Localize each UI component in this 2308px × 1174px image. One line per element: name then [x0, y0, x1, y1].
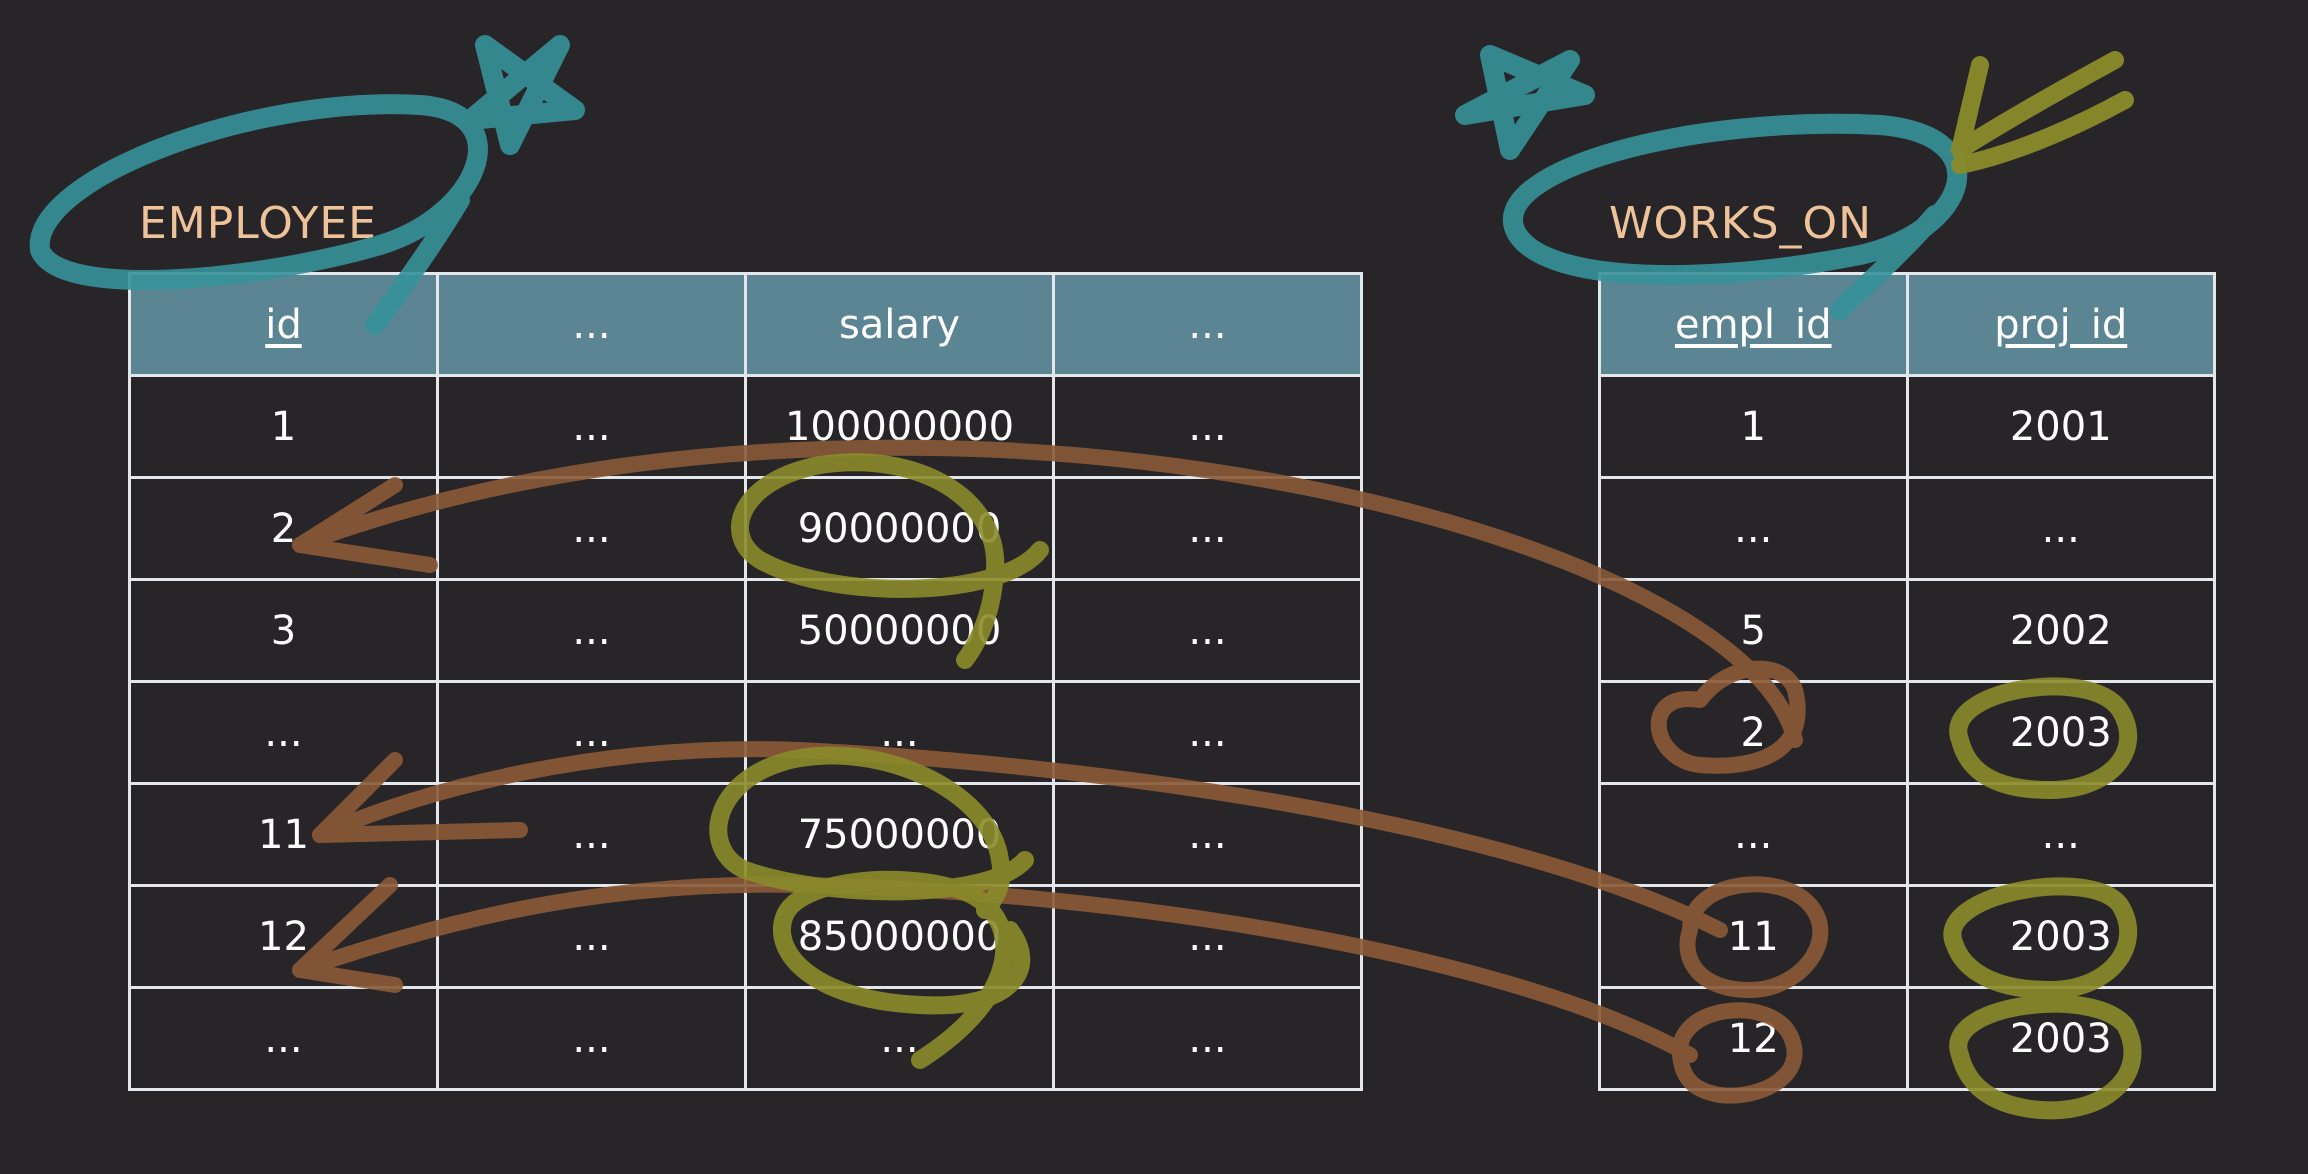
works-on-cell: 5: [1598, 578, 1909, 683]
works-on-cell: 2001: [1905, 374, 2216, 479]
employee-cell: 100000000: [744, 374, 1055, 479]
yellow-arrow-works-on: [1951, 51, 2134, 174]
employee-row: 1...100000000...: [128, 374, 1363, 479]
employee-cell: 75000000: [744, 782, 1055, 887]
employee-cell: ...: [1052, 374, 1363, 479]
employee-header-cell: ...: [436, 272, 747, 377]
employee-header-cell: salary: [744, 272, 1055, 377]
employee-cell: 12: [128, 884, 439, 989]
employee-row: ............: [128, 680, 1363, 785]
employee-cell: 1: [128, 374, 439, 479]
employee-cell: ...: [1052, 578, 1363, 683]
yellow-arrow-stroke: [1951, 56, 1989, 159]
works-on-cell: 11: [1598, 884, 1909, 989]
employee-cell: ...: [436, 374, 747, 479]
employee-cell: ...: [1052, 680, 1363, 785]
employee-header-cell: ...: [1052, 272, 1363, 377]
employee-cell: 85000000: [744, 884, 1055, 989]
employee-cell: ...: [744, 680, 1055, 785]
yellow-arrow-stroke: [1951, 91, 2134, 174]
employee-cell: ...: [128, 986, 439, 1091]
works-on-cell: ...: [1598, 782, 1909, 887]
employee-cell: ...: [436, 986, 747, 1091]
employee-row: 11...75000000...: [128, 782, 1363, 887]
employee-cell: ...: [436, 884, 747, 989]
employee-cell: ...: [1052, 476, 1363, 581]
works-on-cell: ...: [1905, 782, 2216, 887]
employee-cell: ...: [1052, 884, 1363, 989]
works-on-cell: ...: [1598, 476, 1909, 581]
works-on-table-title: WORKS_ON: [1609, 198, 1873, 249]
works-on-row: ......: [1598, 476, 2216, 581]
works-on-cell: 2002: [1905, 578, 2216, 683]
employee-cell: ...: [128, 680, 439, 785]
works-on-cell: 2003: [1905, 986, 2216, 1091]
works-on-cell: 2003: [1905, 884, 2216, 989]
works-on-header-cell: empl_id: [1598, 272, 1909, 377]
works-on-cell: 1: [1598, 374, 1909, 479]
employee-cell: 2: [128, 476, 439, 581]
employee-cell: 50000000: [744, 578, 1055, 683]
employee-cell: ...: [1052, 782, 1363, 887]
employee-row: 2...90000000...: [128, 476, 1363, 581]
works-on-header-cell: proj_id: [1905, 272, 2216, 377]
employee-cell: 90000000: [744, 476, 1055, 581]
employee-cell: 3: [128, 578, 439, 683]
employee-header-cell: id: [128, 272, 439, 377]
employee-cell: ...: [436, 578, 747, 683]
employee-cell: ...: [436, 476, 747, 581]
works-on-row: ......: [1598, 782, 2216, 887]
employee-cell: ...: [1052, 986, 1363, 1091]
works-on-cell: 12: [1598, 986, 1909, 1091]
employee-cell: 11: [128, 782, 439, 887]
employee-row: 12...85000000...: [128, 884, 1363, 989]
works-on-cell: 2003: [1905, 680, 2216, 785]
star-icon: [1455, 45, 1595, 160]
works-on-cell: ...: [1905, 476, 2216, 581]
employee-cell: ...: [436, 680, 747, 785]
star-icon: [460, 35, 585, 155]
teal-ellipse-employee: [29, 94, 488, 290]
employee-cell: ...: [436, 782, 747, 887]
employee-cell: ...: [744, 986, 1055, 1091]
employee-table: id...salary... 1...100000000...2...90000…: [128, 272, 1363, 1091]
works-on-cell: 2: [1598, 680, 1909, 785]
employee-table-title: EMPLOYEE: [139, 198, 377, 249]
employee-row: ............: [128, 986, 1363, 1091]
yellow-arrow-stroke: [1951, 51, 2124, 159]
employee-header-row: id...salary...: [128, 272, 1363, 377]
employee-row: 3...50000000...: [128, 578, 1363, 683]
